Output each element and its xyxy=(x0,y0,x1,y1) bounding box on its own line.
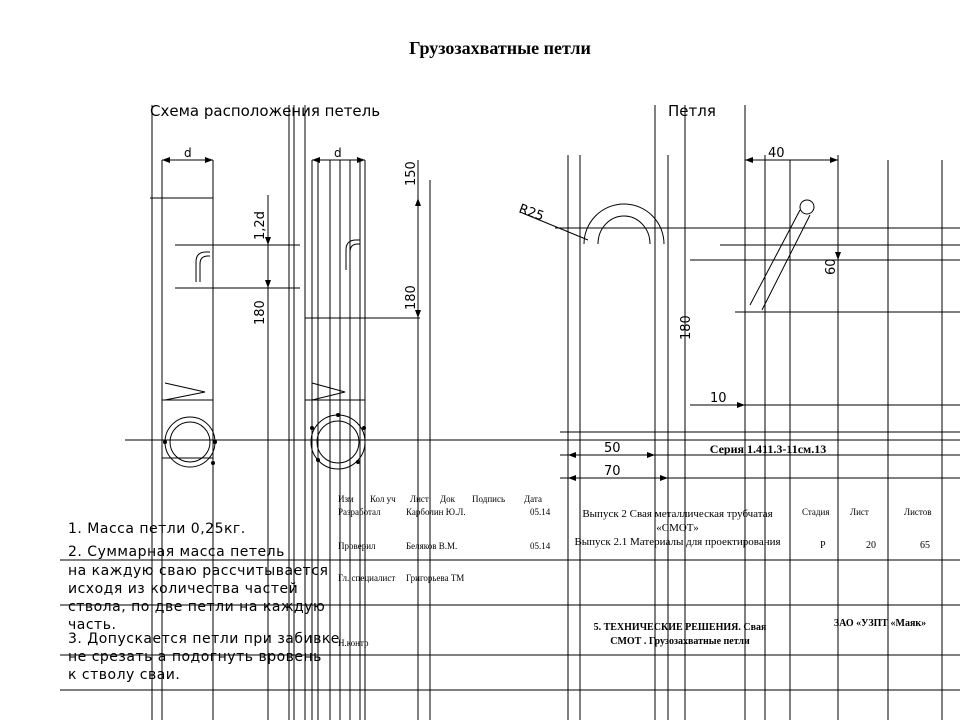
project-line-1: Выпуск 2 Свая металлическая трубчатая xyxy=(582,508,773,520)
scheme-label: Схема расположения петель xyxy=(150,102,380,120)
dim-40: 40 xyxy=(768,146,785,161)
dim-180-a: 180 xyxy=(253,300,268,325)
page-title: Грузозахватные петли xyxy=(409,38,591,58)
note-line: ствола, по две петли на каждую xyxy=(68,599,326,615)
row-role: Гл. специалист xyxy=(338,573,396,583)
note-line: исходя из количества частей xyxy=(68,581,299,597)
sheets-value: 65 xyxy=(920,540,930,551)
dim-70: 70 xyxy=(604,464,621,479)
row-name: Беляков В.М. xyxy=(406,541,458,551)
note-line: 1. Масса петли 0,25кг. xyxy=(68,521,246,537)
dim-50: 50 xyxy=(604,441,621,456)
note-line: часть. xyxy=(68,617,117,633)
sheet-header: Лист xyxy=(850,507,869,517)
doc-title-line-1: 5. ТЕХНИЧЕСКИЕ РЕШЕНИЯ. Свая xyxy=(593,622,767,633)
header-kol-uch: Кол уч xyxy=(370,494,396,504)
dim-10: 10 xyxy=(710,391,727,406)
header-list: Лист xyxy=(410,494,429,504)
row-name: Карболин Ю.Л. xyxy=(406,507,466,517)
loop-label: Петля xyxy=(668,102,716,120)
row-role: Проверил xyxy=(338,541,376,551)
note-line: 2. Суммарная масса петель xyxy=(68,544,285,560)
header-podpis: Подпись xyxy=(472,494,506,504)
row-date: 05.14 xyxy=(530,507,551,517)
note-line: на каждую сваю рассчитывается xyxy=(68,563,329,579)
note-line: не срезать а подогнуть вровень xyxy=(68,649,322,665)
note-line: к стволу сваи. xyxy=(68,667,181,683)
dim-60: 60 xyxy=(824,258,839,275)
sheet-value: 20 xyxy=(866,540,876,551)
dim-r25: R25 xyxy=(517,202,546,225)
stage-header: Стадия xyxy=(802,507,830,517)
header-izm: Изм xyxy=(338,494,354,504)
dim-d-right: d xyxy=(334,146,342,160)
row-name: Григорьева ТМ xyxy=(406,573,465,583)
header-dok: Док xyxy=(440,494,456,504)
note-line: 3. Допускается петли при забивке xyxy=(68,631,340,647)
row-role: Разработал xyxy=(338,507,381,517)
sheets-header: Листов xyxy=(904,507,932,517)
series-label: Серия 1.411.3-11см.13 xyxy=(709,442,827,456)
header-data: Дата xyxy=(524,494,542,504)
dim-180-c: 180 xyxy=(679,315,694,340)
doc-title-line-2: СМОТ . Грузозахватные петли xyxy=(610,636,750,647)
company-name: ЗАО «УЗПТ «Маяк» xyxy=(833,618,927,629)
dim-180-b: 180 xyxy=(404,285,419,310)
row-date: 05.14 xyxy=(530,541,551,551)
dim-150: 150 xyxy=(404,161,419,186)
dim-1-2d: 1,2d xyxy=(253,211,268,240)
project-line-3: Выпуск 2.1 Материалы для проектирования xyxy=(574,536,781,548)
dim-d-left: d xyxy=(184,146,192,160)
stage-value: Р xyxy=(820,540,826,551)
project-line-2: «СМОТ» xyxy=(656,522,699,534)
row-role: Н.контр xyxy=(338,638,369,648)
